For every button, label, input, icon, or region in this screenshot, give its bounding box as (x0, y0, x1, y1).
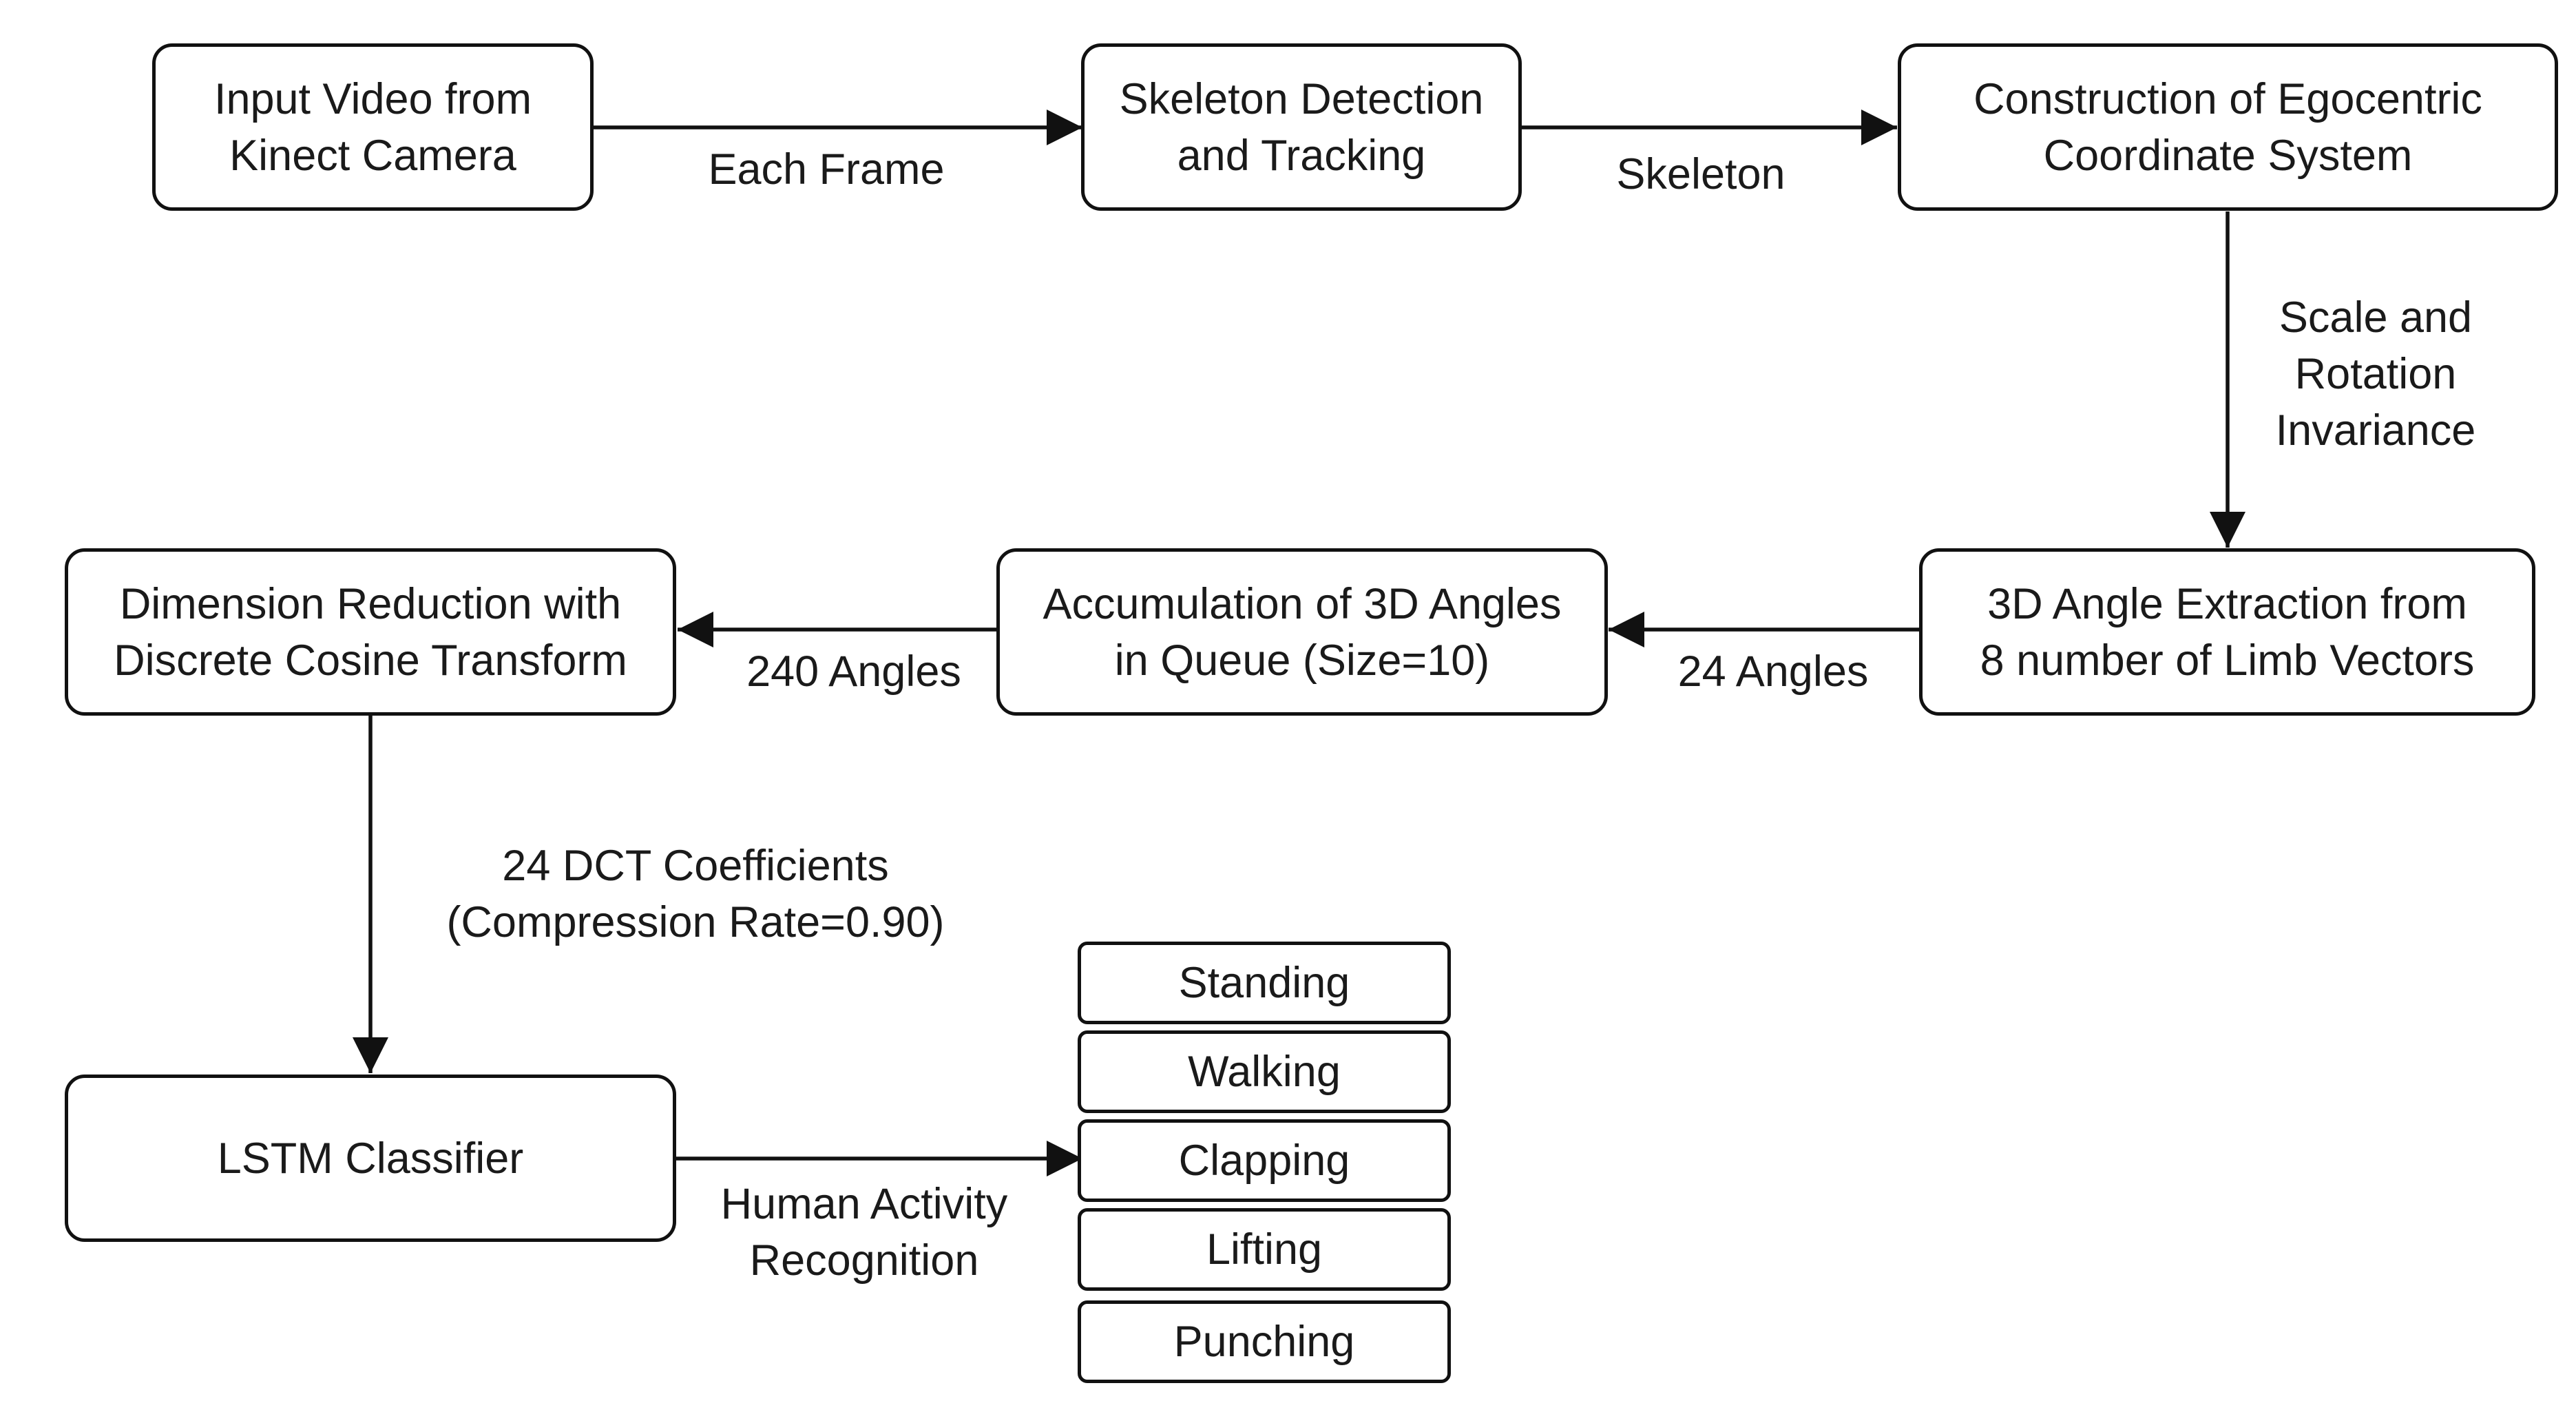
class-clapping-label: Clapping (1178, 1137, 1350, 1185)
node-egocentric-coordinates: Construction of Egocentric Coordinate Sy… (1898, 43, 2558, 211)
edge-label-dct-coefficients: 24 DCT Coefficients (Compression Rate=0.… (446, 842, 945, 946)
class-walking: Walking (1078, 1030, 1451, 1113)
edge-label-activity-recognition: Human Activity Recognition (720, 1180, 1008, 1285)
class-punching-label: Punching (1173, 1318, 1355, 1366)
edge-label-skeleton: Skeleton (1616, 150, 1786, 198)
class-standing-label: Standing (1178, 959, 1350, 1007)
class-clapping: Clapping (1078, 1119, 1451, 1202)
edge-label-24-angles: 24 Angles (1677, 647, 1869, 696)
edge-label-each-frame: Each Frame (708, 145, 945, 194)
node-skeleton-detection-label: Skeleton Detection and Tracking (1119, 74, 1484, 180)
node-input-video-label: Input Video from Kinect Camera (213, 74, 532, 180)
class-punching: Punching (1078, 1300, 1451, 1383)
node-lstm-classifier-label: LSTM Classifier (217, 1134, 524, 1183)
node-skeleton-detection: Skeleton Detection and Tracking (1081, 43, 1522, 211)
class-lifting-label: Lifting (1206, 1225, 1323, 1274)
node-angle-extraction: 3D Angle Extraction from 8 number of Lim… (1919, 548, 2535, 716)
node-angle-accumulation-label: Accumulation of 3D Angles in Queue (Size… (1043, 579, 1562, 685)
node-angle-extraction-label: 3D Angle Extraction from 8 number of Lim… (1980, 579, 2475, 685)
class-lifting: Lifting (1078, 1208, 1451, 1291)
edge-label-scale-rotation: Scale and Rotation Invariance (2275, 293, 2476, 455)
class-standing: Standing (1078, 942, 1451, 1024)
node-angle-accumulation: Accumulation of 3D Angles in Queue (Size… (996, 548, 1608, 716)
node-dimension-reduction-label: Dimension Reduction with Discrete Cosine… (114, 579, 627, 685)
edge-label-240-angles: 240 Angles (746, 647, 961, 696)
node-dimension-reduction: Dimension Reduction with Discrete Cosine… (65, 548, 676, 716)
class-walking-label: Walking (1188, 1048, 1341, 1096)
node-input-video: Input Video from Kinect Camera (152, 43, 594, 211)
node-lstm-classifier: LSTM Classifier (65, 1075, 676, 1242)
node-egocentric-coordinates-label: Construction of Egocentric Coordinate Sy… (1973, 74, 2482, 180)
